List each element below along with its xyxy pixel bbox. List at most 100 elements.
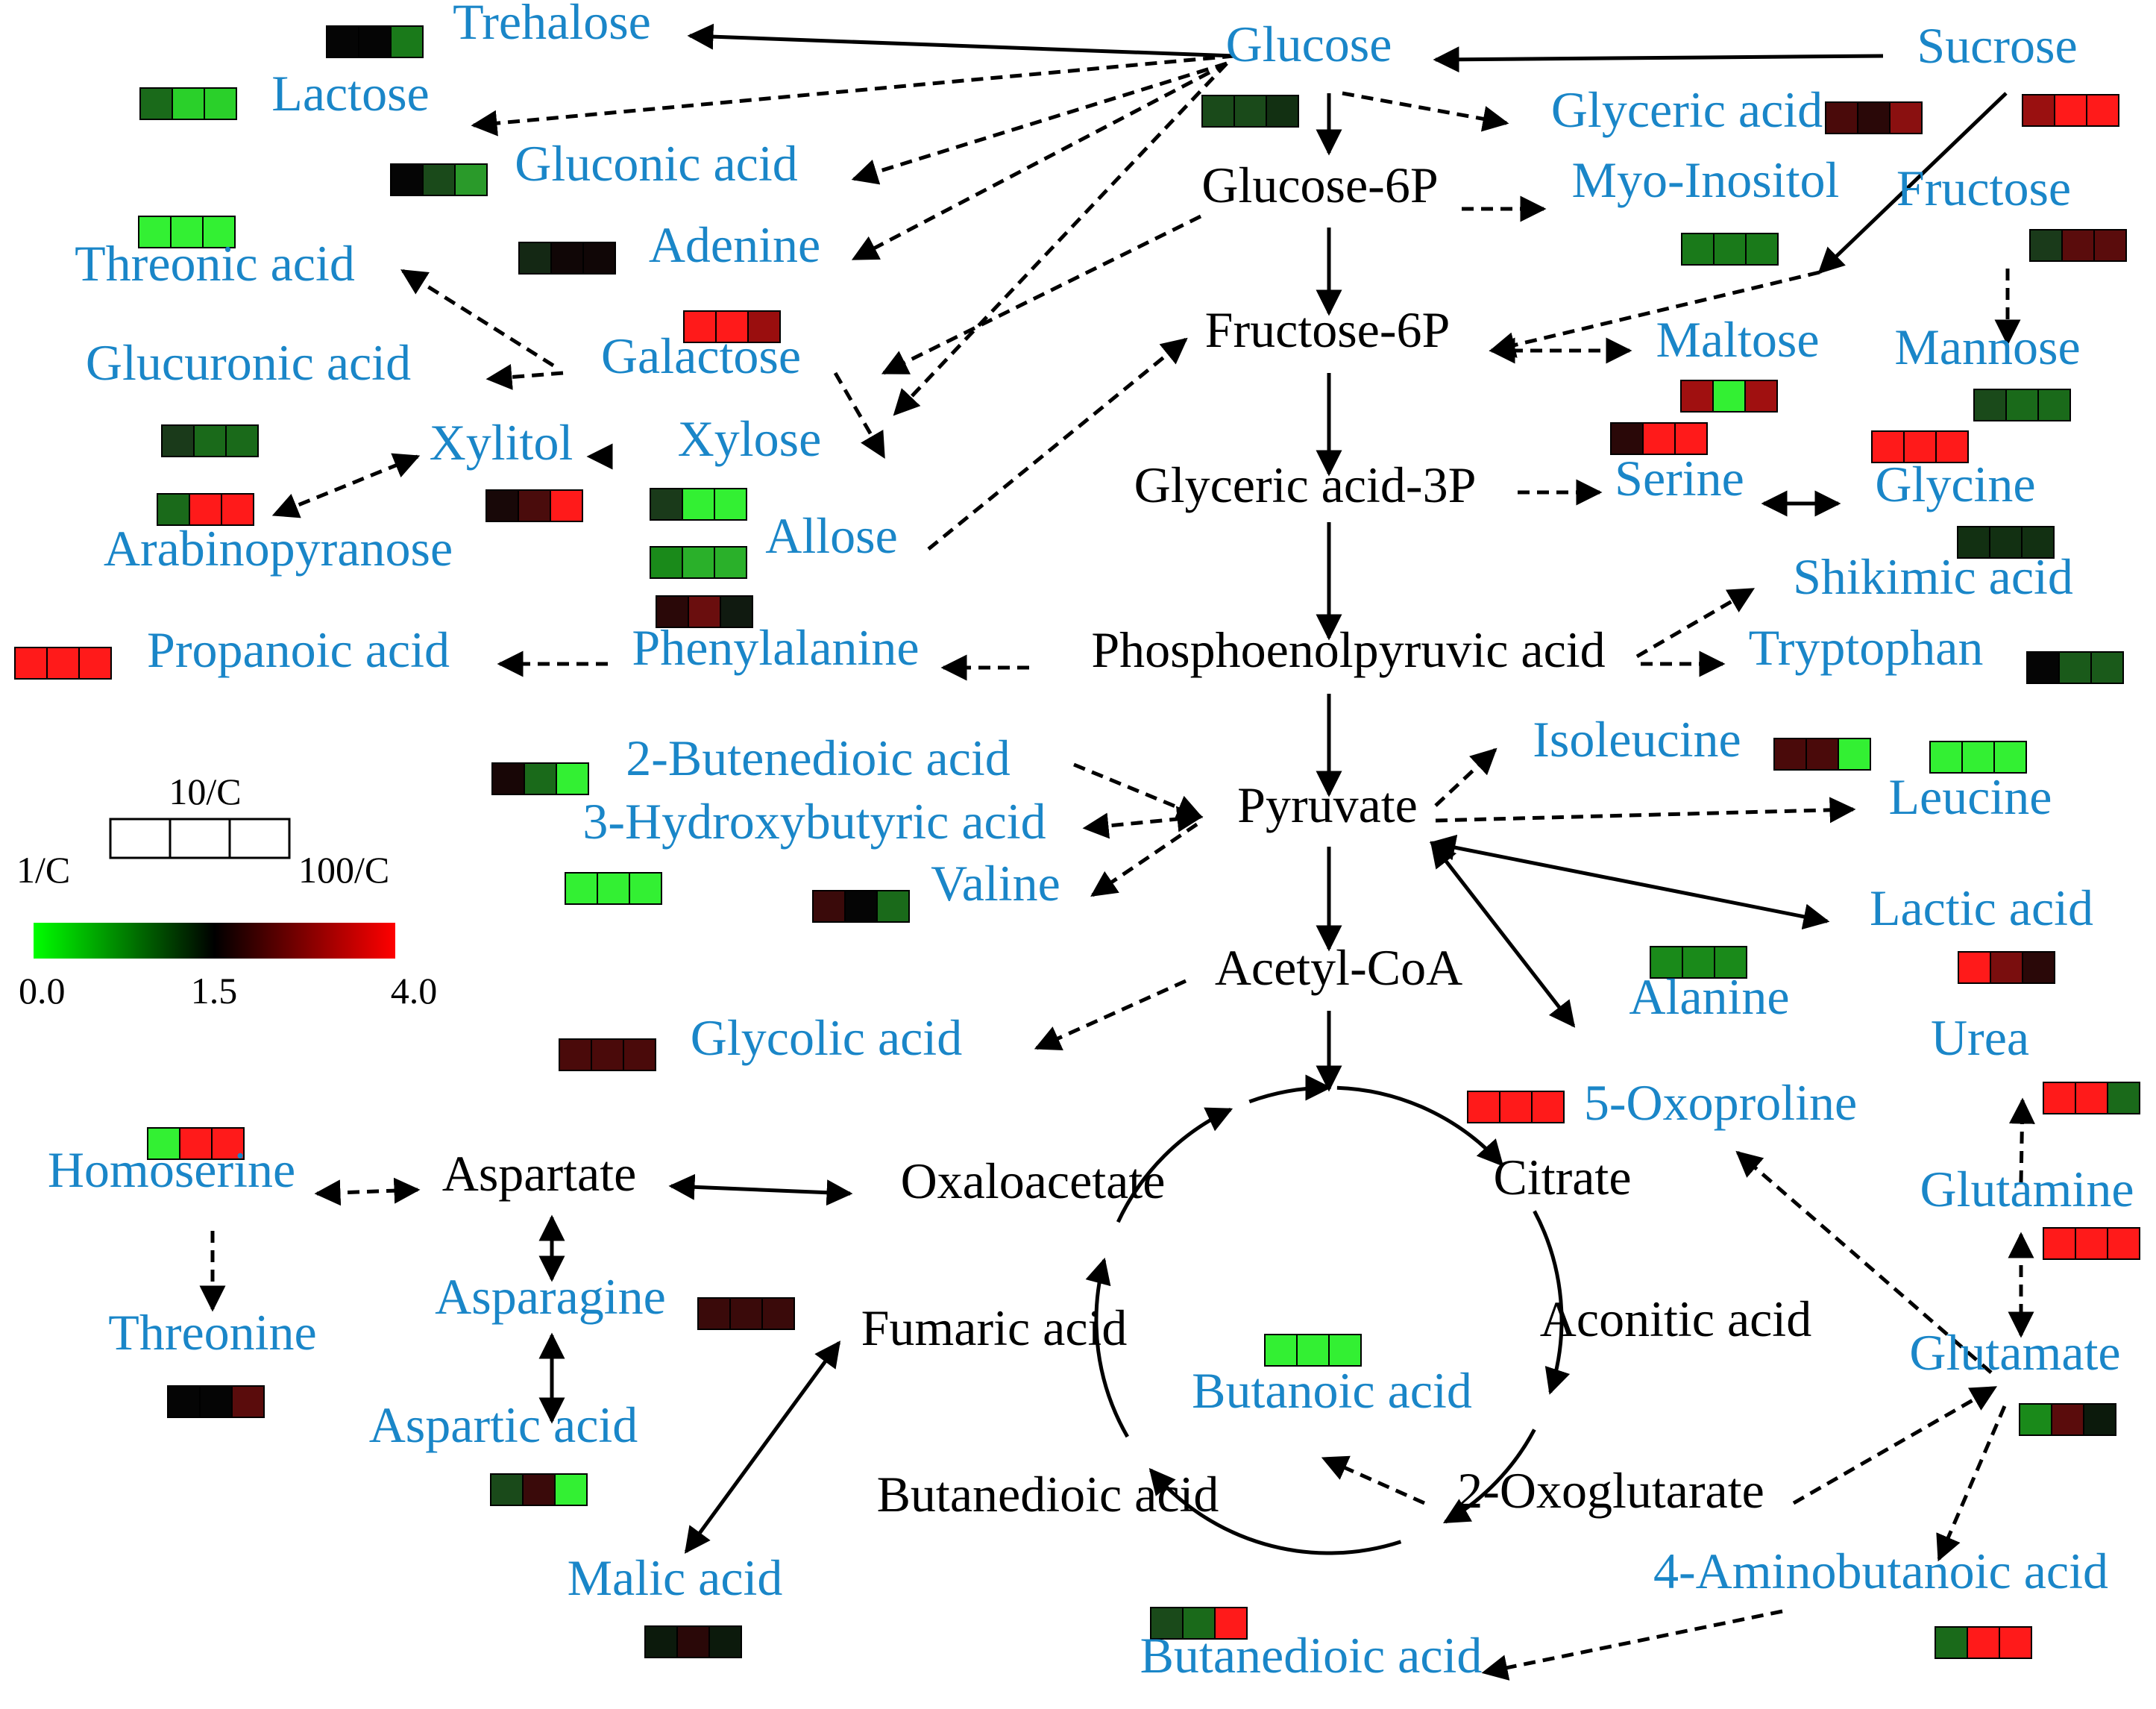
node-glycolic: Glycolic acid — [691, 1009, 962, 1066]
heatmap-cell — [650, 488, 683, 521]
heatmap-glyceric — [1825, 101, 1923, 134]
edge-sucrose-glucose — [1433, 46, 1884, 73]
heatmap-cell — [1805, 738, 1839, 771]
heatmap-cell — [1935, 1626, 1968, 1659]
node-xylitol: Xylitol — [430, 414, 573, 471]
heatmap-cell — [550, 242, 584, 275]
heatmap-cell — [1838, 738, 1871, 771]
node-adenine: Adenine — [649, 216, 820, 273]
heatmap-glucuronic — [161, 424, 259, 457]
heatmap-phenylalanine — [656, 595, 753, 628]
heatmap-arabinopyranose — [157, 493, 254, 526]
heatmap-cell — [1610, 422, 1644, 455]
heatmap-maltose_b — [1610, 422, 1708, 455]
edge-xylitol-arabinopyranose — [271, 453, 421, 518]
node-butanoic: Butanoic acid — [1192, 1362, 1472, 1419]
edge-pyruvate-alanine — [1430, 841, 1576, 1028]
node-glyceric3p: Glyceric acid-3P — [1134, 457, 1477, 513]
heatmap-cell — [326, 25, 359, 58]
heatmap-valine — [812, 890, 910, 923]
heatmap-cell — [1499, 1091, 1533, 1123]
heatmap-lactose — [139, 87, 237, 120]
cycle-to-fumaric — [1085, 1257, 1129, 1438]
heatmap-cell — [139, 87, 173, 120]
heatmap-cell — [559, 1038, 592, 1071]
heatmap-cell — [1681, 233, 1715, 266]
node-aspartate: Aspartate — [442, 1145, 637, 1202]
edge-aminobutanoic-butanedioic — [1481, 1609, 1783, 1681]
heatmap-cell — [1745, 233, 1779, 266]
node-pep: Phosphoenolpyruvic acid — [1091, 621, 1605, 678]
node-glutamine: Glutamine — [1920, 1161, 2134, 1217]
node-mannose: Mannose — [1894, 319, 2080, 375]
heatmap-isoleucine — [1773, 738, 1871, 771]
heatmap-cell — [714, 546, 747, 579]
edge-galactose-threonic — [400, 269, 555, 368]
node-glycine: Glycine — [1875, 456, 2035, 512]
heatmap-cell — [1182, 1607, 1216, 1640]
heatmap-cell — [2005, 389, 2039, 421]
heatmap-cell — [676, 1625, 710, 1658]
legend-max: 4.0 — [391, 970, 438, 1012]
node-arabinopyranose: Arabinopyranose — [104, 520, 453, 577]
heatmap-cell — [1201, 95, 1235, 128]
heatmap-cell — [720, 595, 753, 628]
heatmap-cell — [2022, 94, 2055, 127]
heatmap-oxoproline — [1467, 1091, 1565, 1123]
heatmap-cell — [623, 1038, 656, 1071]
heatmap-cell — [1150, 1607, 1184, 1640]
heatmap-cell — [1773, 738, 1807, 771]
heatmap-cell — [1680, 380, 1714, 413]
edge-oxoglutarate-glutamate — [1792, 1385, 1998, 1505]
heatmap-trehalose — [326, 25, 424, 58]
heatmap-cell — [225, 424, 259, 457]
heatmap-cell — [422, 163, 456, 196]
node-fructose6p: Fructose-6P — [1205, 301, 1451, 358]
node-pyruvate: Pyruvate — [1237, 777, 1418, 833]
node-propanoic: Propanoic acid — [147, 621, 450, 678]
node-isoleucine: Isoleucine — [1533, 711, 1741, 768]
heatmap-allose — [650, 546, 747, 579]
heatmap-cell — [172, 87, 205, 120]
heatmap-cell — [157, 493, 190, 526]
heatmap-cell — [1990, 951, 2023, 984]
heatmap-cell — [147, 1127, 180, 1160]
edge-glucose-gluconic — [851, 61, 1228, 185]
heatmap-cell — [2043, 1227, 2076, 1260]
heatmap-cell — [2107, 1227, 2140, 1260]
node-aconitic: Aconitic acid — [1540, 1291, 1811, 1347]
heatmap-alanine — [1650, 946, 1747, 979]
legend-mid: 1.5 — [191, 970, 238, 1012]
heatmap-aspartic — [490, 1473, 588, 1506]
tca-cycle — [1085, 1074, 1571, 1555]
heatmap-cell — [682, 546, 715, 579]
node-phenylalanine: Phenylalanine — [632, 619, 919, 676]
heatmap-cell — [550, 489, 583, 522]
edge-pyruvate-lactic — [1429, 834, 1830, 930]
heatmap-cell — [682, 488, 715, 521]
heatmap-aminobutanoic — [1935, 1626, 2032, 1659]
node-serine: Serine — [1615, 450, 1744, 507]
heatmap-cell — [1958, 951, 1991, 984]
heatmap-cell — [708, 1625, 742, 1658]
heatmap-myoinositol — [1681, 233, 1779, 266]
heatmap-cell — [1264, 1334, 1298, 1367]
cycle-to-oxoglutarate — [1442, 1429, 1536, 1524]
node-valine: Valine — [931, 855, 1060, 912]
edge-glutamate-aminobutanoic — [1936, 1405, 2007, 1562]
heatmap-cell — [597, 872, 630, 905]
cycle-to-aconitic — [1533, 1210, 1571, 1395]
edge-glucose-trehalose — [687, 23, 1235, 58]
legend-gradient-bar — [34, 923, 395, 959]
heatmap-cell — [565, 872, 598, 905]
heatmap-cell — [1467, 1091, 1500, 1123]
heatmap-galactose — [683, 310, 781, 343]
heatmap-glucose — [1201, 95, 1299, 128]
node-alanine: Alanine — [1629, 968, 1789, 1025]
heatmap-cell — [2061, 229, 2095, 262]
heatmap-fructose — [2029, 229, 2127, 262]
edge-glucose-adenine — [851, 61, 1228, 261]
heatmap-cell — [1935, 430, 1969, 463]
heatmap-cell — [1961, 741, 1995, 774]
heatmap-cell — [2051, 1403, 2084, 1436]
